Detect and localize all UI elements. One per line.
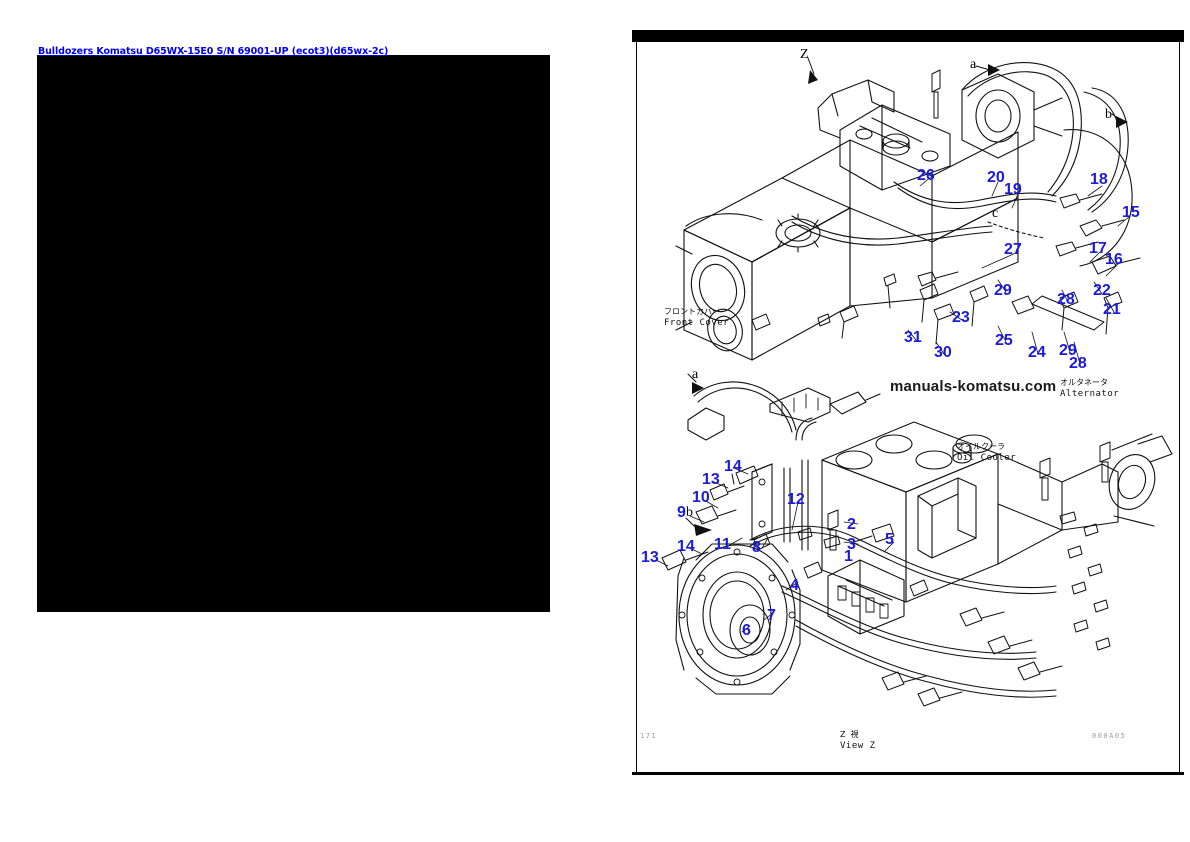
callout-9[interactable]: 9 — [677, 504, 686, 521]
callout-3[interactable]: 3 — [847, 536, 856, 553]
callout-30[interactable]: 30 — [934, 344, 952, 361]
callout-24[interactable]: 24 — [1028, 344, 1046, 361]
label-oil-cooler-jp: オイルクーラ — [957, 442, 1005, 451]
callout-25[interactable]: 25 — [995, 332, 1013, 349]
diagram-left-border — [636, 42, 637, 773]
diagram-top-border — [632, 30, 1184, 42]
callout-15[interactable]: 15 — [1122, 204, 1140, 221]
catalog-title-link[interactable]: Bulldozers Komatsu D65WX-15E0 S/N 69001-… — [38, 46, 389, 57]
letter-mark-c: c — [992, 206, 999, 221]
callout-29-lower[interactable]: 29 — [1059, 342, 1077, 359]
callout-14-upper[interactable]: 14 — [724, 458, 742, 475]
callout-11[interactable]: 11 — [714, 536, 731, 553]
callout-26[interactable]: 26 — [917, 167, 935, 184]
label-view-z-jp: Z 視 — [840, 730, 859, 739]
watermark-text: manuals-komatsu.com — [890, 378, 1057, 395]
callout-14-lower[interactable]: 14 — [677, 538, 695, 555]
label-view-z-en: View Z — [840, 741, 876, 751]
catalog-preview-panel: Bulldozers Komatsu D65WX-15E0 S/N 69001-… — [37, 40, 550, 612]
letter-mark-a-upper: a — [970, 57, 977, 72]
callout-5[interactable]: 5 — [885, 531, 894, 548]
parts-diagram-panel[interactable]: フロントカバー Front Cover オルタネータ Alternator オイ… — [632, 30, 1184, 790]
callout-23[interactable]: 23 — [952, 309, 970, 326]
callout-28-upper[interactable]: 28 — [1057, 291, 1075, 308]
callout-17[interactable]: 17 — [1089, 240, 1107, 257]
diagram-preview-placeholder[interactable] — [37, 55, 550, 612]
callout-7[interactable]: 7 — [767, 607, 776, 624]
callout-19[interactable]: 19 — [1004, 181, 1022, 198]
callout-4[interactable]: 4 — [790, 577, 799, 594]
callout-18[interactable]: 18 — [1090, 171, 1108, 188]
callout-12[interactable]: 12 — [787, 491, 805, 508]
callout-10[interactable]: 10 — [692, 489, 710, 506]
diagram-right-border — [1179, 42, 1180, 773]
label-oil-cooler-en: Oil Cooler — [957, 453, 1017, 463]
callout-29-upper[interactable]: 29 — [994, 282, 1012, 299]
letter-mark-b-upper: b — [1105, 107, 1112, 122]
page-code-right: 000A05 — [1092, 732, 1127, 740]
callout-6[interactable]: 6 — [742, 622, 751, 639]
letter-mark-a-lower: a — [692, 367, 699, 382]
callout-27[interactable]: 27 — [1004, 241, 1022, 258]
diagram-bottom-border — [632, 772, 1184, 775]
label-alternator-jp: オルタネータ — [1060, 378, 1108, 387]
letter-mark-z-top: Z — [800, 47, 809, 62]
label-alternator-en: Alternator — [1060, 389, 1120, 399]
label-front-cover-jp: フロントカバー — [664, 307, 720, 316]
page-code-left: 171 — [640, 732, 658, 740]
letter-mark-b-lower: b — [686, 505, 693, 520]
callout-31[interactable]: 31 — [904, 329, 922, 346]
callout-20[interactable]: 20 — [987, 169, 1005, 186]
callout-21[interactable]: 21 — [1103, 301, 1121, 318]
callout-8[interactable]: 8 — [752, 539, 761, 556]
callout-22[interactable]: 22 — [1093, 282, 1111, 299]
callout-13-upper[interactable]: 13 — [702, 471, 720, 488]
label-front-cover-en: Front Cover — [664, 318, 730, 328]
callout-28-lower[interactable]: 28 — [1069, 355, 1087, 372]
callout-16[interactable]: 16 — [1105, 251, 1123, 268]
callout-2[interactable]: 2 — [847, 516, 856, 533]
engine-assembly-lineart — [655, 57, 1173, 707]
callout-1[interactable]: 1 — [844, 548, 853, 565]
callout-13-lower[interactable]: 13 — [641, 549, 659, 566]
